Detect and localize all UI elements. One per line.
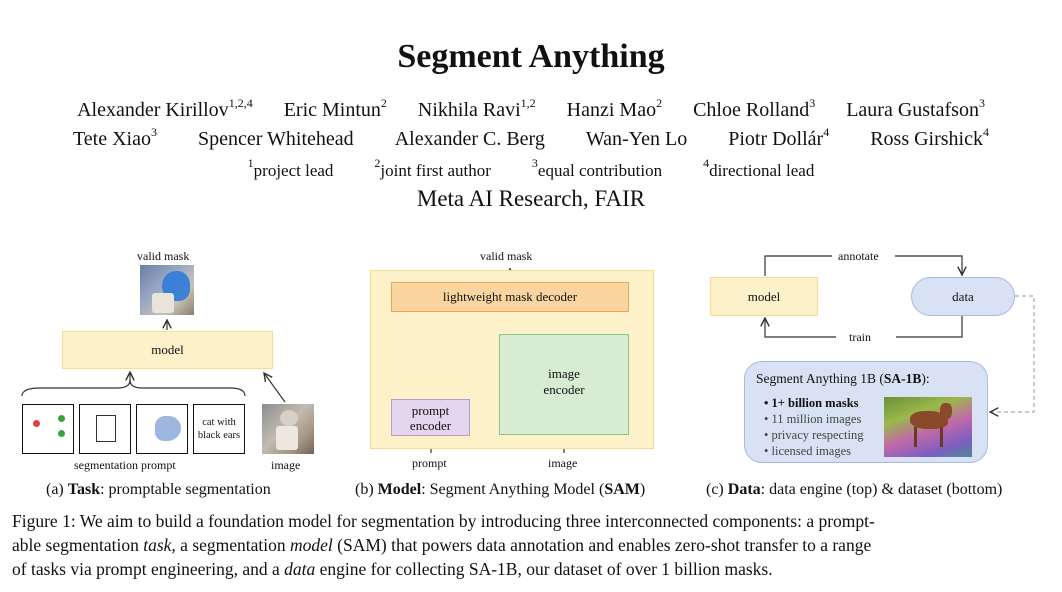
figure-caption: Figure 1: We aim to build a foundation m…	[12, 509, 1052, 581]
sa1b-feature-list: 1+ billion masks 11 million images priva…	[764, 395, 864, 459]
image-encoder-box: image encoder	[499, 334, 629, 435]
list-item: licensed images	[764, 443, 864, 459]
panel-a-model-label: model	[151, 342, 184, 357]
data-box: data	[911, 277, 1015, 316]
author: Tete Xiao3	[72, 125, 157, 150]
panel-c-model-box: model	[710, 277, 818, 316]
author: Laura Gustafson3	[846, 96, 985, 121]
panel-b-valid-mask-label: valid mask	[480, 249, 533, 263]
positive-point-icon	[58, 430, 65, 437]
figure-caption-line-2: able segmentation task, a segmentation m…	[12, 535, 872, 555]
train-label: train	[849, 330, 871, 344]
panel-a-caption: (a) Task: promptable segmentation	[46, 481, 271, 498]
prompt-text: cat with black ears	[193, 404, 245, 454]
panel-b-image-label: image	[548, 456, 578, 470]
panel-a-image-label: image	[271, 458, 301, 472]
author-note: 1project lead	[247, 156, 334, 180]
arrow-image-to-model	[264, 373, 286, 403]
valid-mask-image	[140, 265, 194, 315]
dataset-sample-image	[884, 397, 972, 457]
segmentation-prompt-label: segmentation prompt	[74, 458, 176, 472]
horse-leg	[940, 427, 943, 447]
prompt-brace	[21, 379, 246, 397]
list-item: 1+ billion masks	[764, 395, 864, 411]
input-image	[262, 404, 314, 454]
authors-row-2: Tete Xiao3 Spencer Whitehead Alexander C…	[0, 125, 1062, 151]
author: Alexander C. Berg	[394, 128, 545, 150]
author: Ross Girshick4	[870, 125, 989, 150]
author-note: 2joint first author	[374, 156, 491, 180]
annotate-arrow	[895, 255, 962, 275]
train-arrow	[765, 318, 836, 338]
panel-a-valid-mask-label: valid mask	[137, 249, 190, 263]
prompt-box	[79, 404, 131, 454]
author-note: 4directional lead	[703, 156, 815, 180]
authors-row-1: Alexander Kirillov1,2,4 Eric Mintun2 Nik…	[0, 96, 1062, 122]
author: Nikhila Ravi1,2	[417, 96, 536, 121]
panel-b-prompt-label: prompt	[412, 456, 447, 470]
panel-a-model-box: model	[62, 331, 273, 369]
prompt-encoder-box: prompt encoder	[391, 399, 470, 436]
sa1b-title: Segment Anything 1B (SA-1B):	[756, 371, 930, 386]
box-prompt-icon	[96, 415, 116, 442]
annotate-line-left	[764, 255, 832, 276]
author: Hanzi Mao2	[566, 96, 663, 121]
panel-b-caption: (b) Model: Segment Anything Model (SAM)	[355, 481, 646, 498]
figure-caption-line-3: of tasks via prompt engineering, and a d…	[12, 559, 773, 579]
horse-shape	[910, 411, 948, 429]
train-line-right	[896, 316, 963, 338]
author: Piotr Dollár4	[728, 125, 830, 150]
dataset-dashed-arrow	[990, 295, 1035, 412]
cat-shape	[280, 410, 298, 426]
author: Spencer Whitehead	[198, 128, 354, 150]
author-notes: 1project lead 2joint first author 3equal…	[0, 156, 1062, 182]
author-note: 3equal contribution	[531, 156, 663, 180]
panel-c-caption: (c) Data: data engine (top) & dataset (b…	[706, 481, 1003, 498]
negative-point-icon	[33, 420, 40, 427]
horse-leg	[914, 427, 917, 447]
horse-head-shape	[940, 403, 952, 419]
list-item: privacy respecting	[764, 427, 864, 443]
author: Chloe Rolland3	[693, 96, 816, 121]
author: Eric Mintun2	[283, 96, 387, 121]
positive-point-icon	[58, 415, 65, 422]
institution: Meta AI Research, FAIR	[416, 186, 646, 211]
list-item: 11 million images	[764, 411, 864, 427]
cup-shape	[152, 293, 174, 313]
mask-decoder-box: lightweight mask decoder	[391, 282, 629, 312]
prompt-points	[22, 404, 74, 454]
prompt-mask	[136, 404, 188, 454]
author: Alexander Kirillov1,2,4	[77, 96, 253, 121]
cup-shape	[276, 426, 298, 450]
figure-caption-line-1: Figure 1: We aim to build a foundation m…	[12, 511, 875, 531]
paper-title: Segment Anything	[397, 38, 665, 75]
annotate-label: annotate	[838, 249, 879, 263]
mask-prompt-icon	[155, 416, 181, 441]
author: Wan-Yen Lo	[585, 128, 688, 150]
